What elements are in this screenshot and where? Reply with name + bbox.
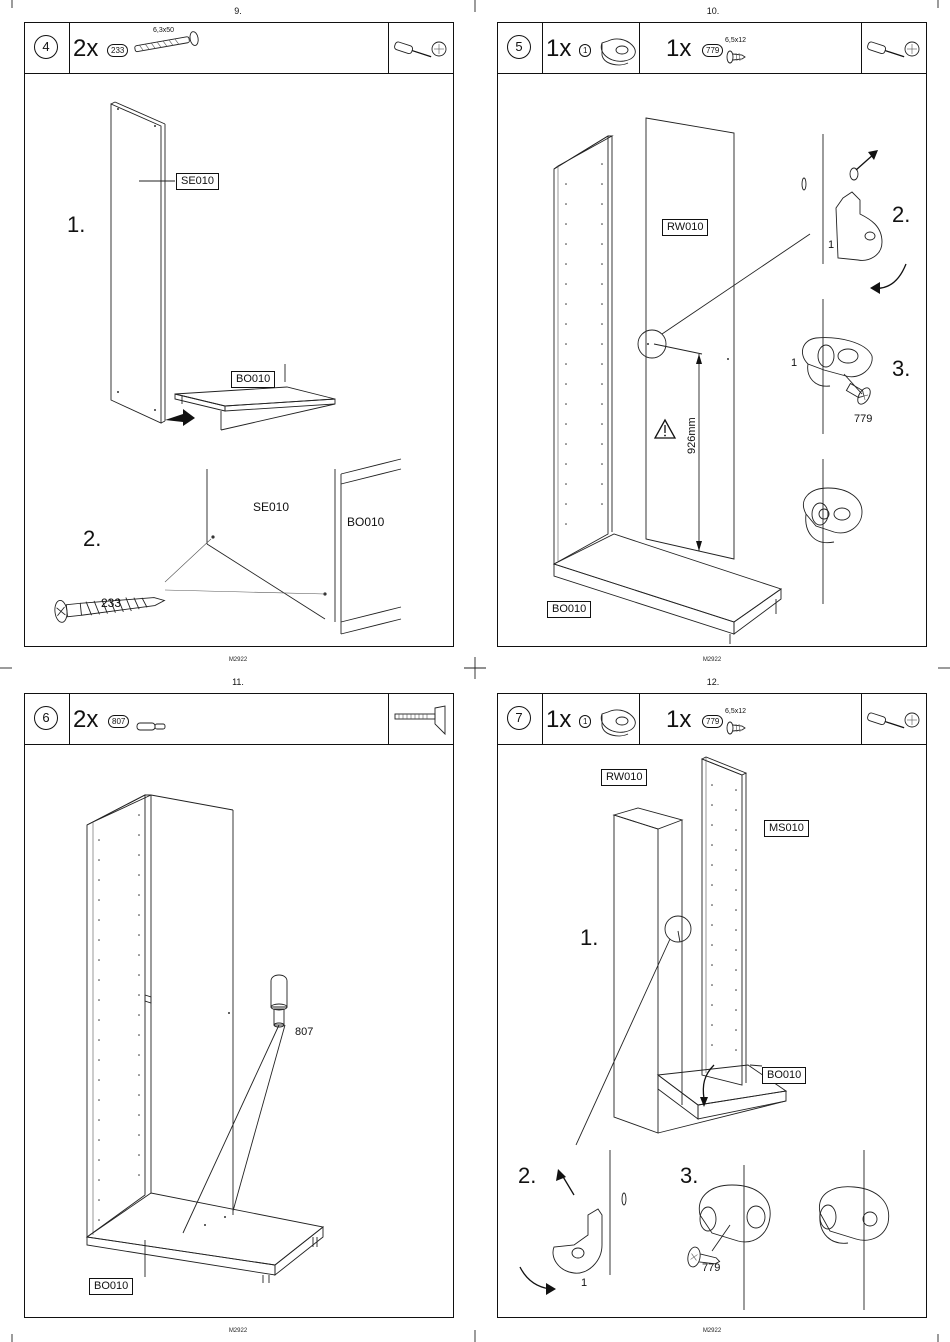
- tool-cell: [861, 694, 926, 744]
- dowel-screw-icon: [25, 23, 225, 73]
- cabinet-middle-drawing: [498, 745, 928, 1319]
- tool-cell: [861, 23, 926, 73]
- part-label-se010: SE010: [176, 173, 219, 190]
- substep-2: 2.: [83, 526, 101, 552]
- part-number-807: 807: [295, 1026, 313, 1038]
- step-header: 6 2x 807: [25, 694, 453, 745]
- part-label-ms010: MS010: [764, 820, 809, 837]
- part-label-bo010: BO010: [547, 601, 591, 618]
- step-5-panel: 5 1x 1 1x 779 6,5x12: [497, 22, 927, 647]
- screwdriver-icon: [862, 694, 926, 744]
- step-6-panel: 6 2x 807: [24, 693, 454, 1318]
- bracket-number: 1: [791, 357, 797, 369]
- detail-label-bo010: BO010: [347, 515, 384, 529]
- hammer-icon: [389, 694, 453, 744]
- step-7-panel: 7 1x 1 1x 779 6,5x12: [497, 693, 927, 1318]
- substep-3: 3.: [892, 356, 910, 382]
- step-header: 7 1x 1 1x 779 6,5x12: [498, 694, 926, 745]
- bracket-number: 1: [828, 239, 834, 251]
- part-number-233: 233: [101, 596, 121, 610]
- part-label-bo010: BO010: [231, 371, 275, 388]
- detail-label-se010: SE010: [253, 500, 289, 514]
- step-6-illustration: 807 BO010: [25, 745, 455, 1319]
- part-label-rw010: RW010: [601, 769, 647, 786]
- dowel-icon: [25, 694, 225, 744]
- step-7-illustration: RW010 MS010 BO010 1. 2. 3. 1 779: [498, 745, 928, 1319]
- screwdriver-icon: [389, 23, 453, 73]
- part-label-bo010: BO010: [89, 1278, 133, 1295]
- cabinet-back-drawing: [498, 74, 928, 648]
- step-header: 5 1x 1 1x 779 6,5x12: [498, 23, 926, 74]
- part-label-rw010: RW010: [662, 219, 708, 236]
- substep-1: 1.: [580, 925, 598, 951]
- step-4-panel: 4 2x 233 6,3x50: [24, 22, 454, 647]
- cabinet-side-drawing: [25, 74, 455, 648]
- substep-2: 2.: [518, 1163, 536, 1189]
- tool-cell: [388, 694, 453, 744]
- substep-3: 3.: [680, 1163, 698, 1189]
- substep-2: 2.: [892, 202, 910, 228]
- tool-cell: [388, 23, 453, 73]
- bracket-number: 1: [581, 1277, 587, 1289]
- dimension-926mm: 926mm: [686, 417, 698, 454]
- step-4-illustration: SE010 BO010 1. 2. SE010 BO010 233: [25, 74, 455, 648]
- part-label-bo010: BO010: [762, 1067, 806, 1084]
- step-5-illustration: RW010 BO010 926mm 2. 3. 1 1 779: [498, 74, 928, 648]
- dowel-807-drawing: [271, 975, 287, 1027]
- screw-number: 779: [854, 413, 872, 425]
- cabinet-dowel-drawing: [25, 745, 455, 1319]
- screw-number: 779: [702, 1262, 720, 1274]
- step-header: 4 2x 233 6,3x50: [25, 23, 453, 74]
- screwdriver-icon: [862, 23, 926, 73]
- substep-1: 1.: [67, 212, 85, 238]
